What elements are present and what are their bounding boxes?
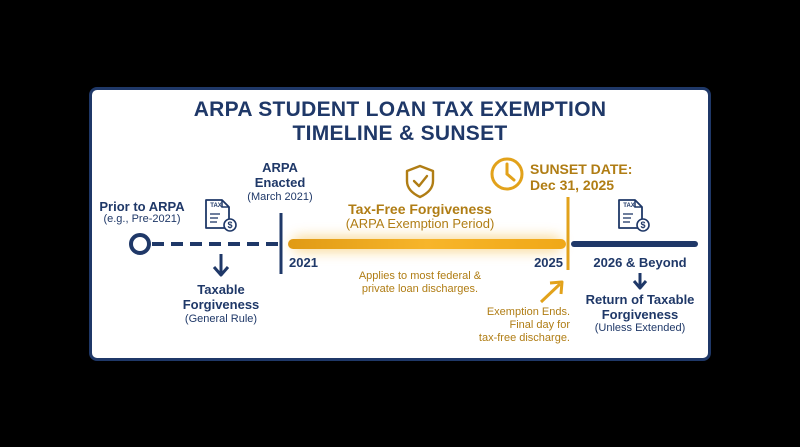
dollar-glyph-right: $ <box>640 220 646 230</box>
exemption-ends-3: tax-free discharge. <box>478 332 570 344</box>
year-2025: 2025 <box>534 255 563 270</box>
taxable-label-1: Taxable <box>197 282 245 297</box>
taxable-sub: (General Rule) <box>184 313 258 325</box>
tax-document-icon-left <box>205 199 237 232</box>
year-2021: 2021 <box>289 255 318 270</box>
title-line-2: TIMELINE & SUNSET <box>292 122 508 145</box>
return-taxable-down-arrow <box>632 273 648 290</box>
sunset-label-1: SUNSET DATE: <box>530 161 633 177</box>
prior-label: Prior to ARPA <box>99 199 185 214</box>
enacted-label-1: ARPA <box>262 160 298 175</box>
enacted-label-2: Enacted <box>254 175 306 190</box>
period-title: Tax-Free Forgiveness <box>348 201 492 217</box>
tax-doc-label-left: TAX <box>210 203 222 209</box>
dollar-glyph-left: $ <box>227 220 233 230</box>
timeline-start-circle <box>129 233 151 255</box>
taxable-down-arrow <box>212 254 230 277</box>
beyond-label: 2026 & Beyond <box>593 255 687 270</box>
tax-document-icon-right <box>618 199 650 232</box>
prior-sub: (e.g., Pre-2021) <box>103 213 181 225</box>
exemption-ends-arrow <box>539 280 564 304</box>
timeline-card <box>89 87 711 361</box>
period-note-2: private loan discharges. <box>361 283 479 295</box>
sunset-label-2: Dec 31, 2025 <box>530 177 615 193</box>
return-taxable-2: Forgiveness <box>601 307 679 322</box>
taxable-label-2: Forgiveness <box>182 297 260 312</box>
return-taxable-1: Return of Taxable <box>585 292 695 307</box>
enacted-sub: (March 2021) <box>247 191 313 203</box>
exemption-ends-1: Exemption Ends. <box>486 306 570 318</box>
return-taxable-sub: (Unless Extended) <box>594 322 686 334</box>
exemption-ends-2: Final day for <box>509 319 570 331</box>
shield-check-icon <box>405 164 435 199</box>
clock-icon <box>490 157 524 191</box>
title-line-1: ARPA STUDENT LOAN TAX EXEMPTION <box>193 98 607 121</box>
period-sub: (ARPA Exemption Period) <box>345 216 495 231</box>
period-note-1: Applies to most federal & <box>358 270 482 282</box>
tax-doc-label-right: TAX <box>623 203 635 209</box>
exemption-period-bar <box>288 239 566 249</box>
